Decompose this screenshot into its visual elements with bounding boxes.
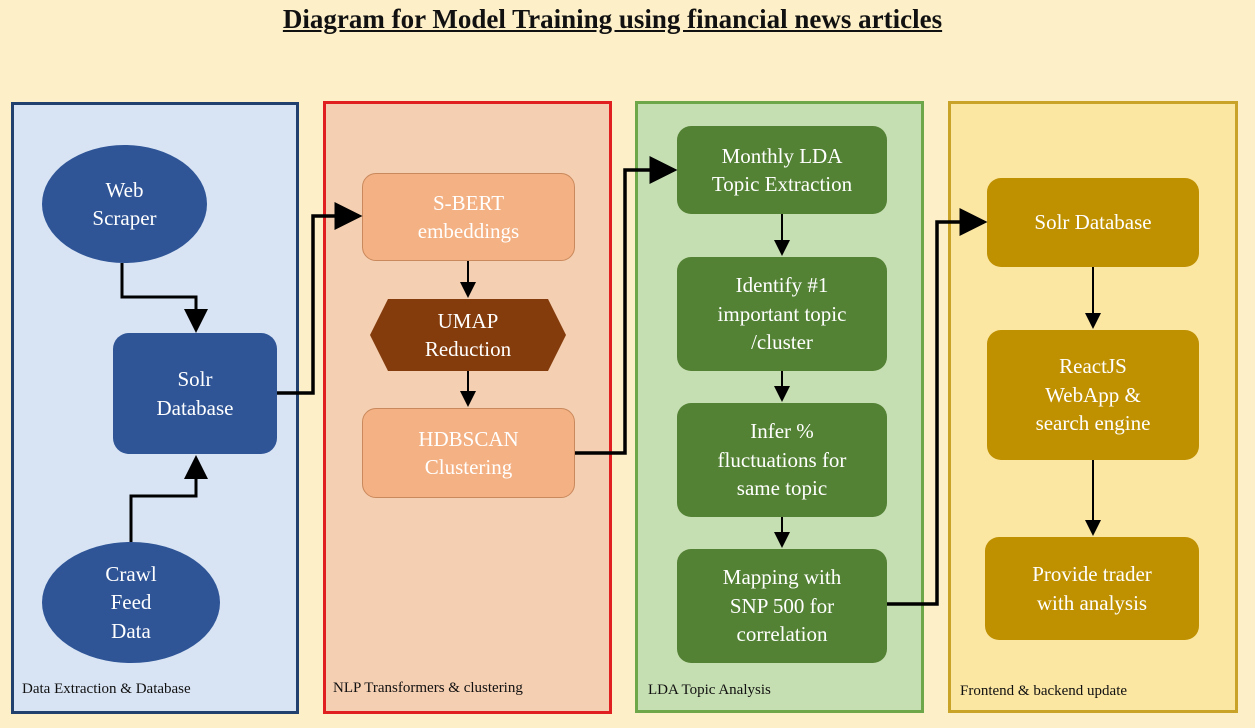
arrow-crawl-to-solr <box>129 455 208 542</box>
arrow-hdbscan-to-lda <box>575 156 678 455</box>
node-hdbscan-clustering: HDBSCAN Clustering <box>362 408 575 498</box>
panel-label-frontend: Frontend & backend update <box>960 683 1128 699</box>
node-crawl-feed-data: Crawl Feed Data <box>42 542 220 663</box>
arrow-webscraper-to-solr <box>120 263 208 333</box>
node-monthly-lda: Monthly LDA Topic Extraction <box>677 126 887 214</box>
node-infer-fluctuations: Infer % fluctuations for same topic <box>677 403 887 517</box>
arrow-solr-to-sbert <box>277 202 363 395</box>
node-umap-shape: UMAP Reduction <box>370 299 566 371</box>
panel-label-nlp: NLP Transformers & clustering <box>333 680 523 696</box>
node-identify-topic: Identify #1 important topic /cluster <box>677 257 887 371</box>
node-reactjs-webapp: ReactJS WebApp & search engine <box>987 330 1199 460</box>
node-provide-trader: Provide trader with analysis <box>985 537 1199 640</box>
arrow-mapping-to-solr2 <box>887 208 988 606</box>
node-sbert-embeddings: S-BERT embeddings <box>362 173 575 261</box>
panel-label-lda: LDA Topic Analysis <box>648 682 771 698</box>
panel-label-data-extraction: Data Extraction & Database <box>22 681 191 697</box>
node-mapping-snp: Mapping with SNP 500 for correlation <box>677 549 887 663</box>
node-umap-reduction: UMAP Reduction <box>424 308 512 361</box>
node-web-scraper: Web Scraper <box>42 145 207 263</box>
node-solr-database-1: Solr Database <box>113 333 277 454</box>
diagram-title: Diagram for Model Training using financi… <box>282 4 943 34</box>
node-solr-database-2: Solr Database <box>987 178 1199 267</box>
